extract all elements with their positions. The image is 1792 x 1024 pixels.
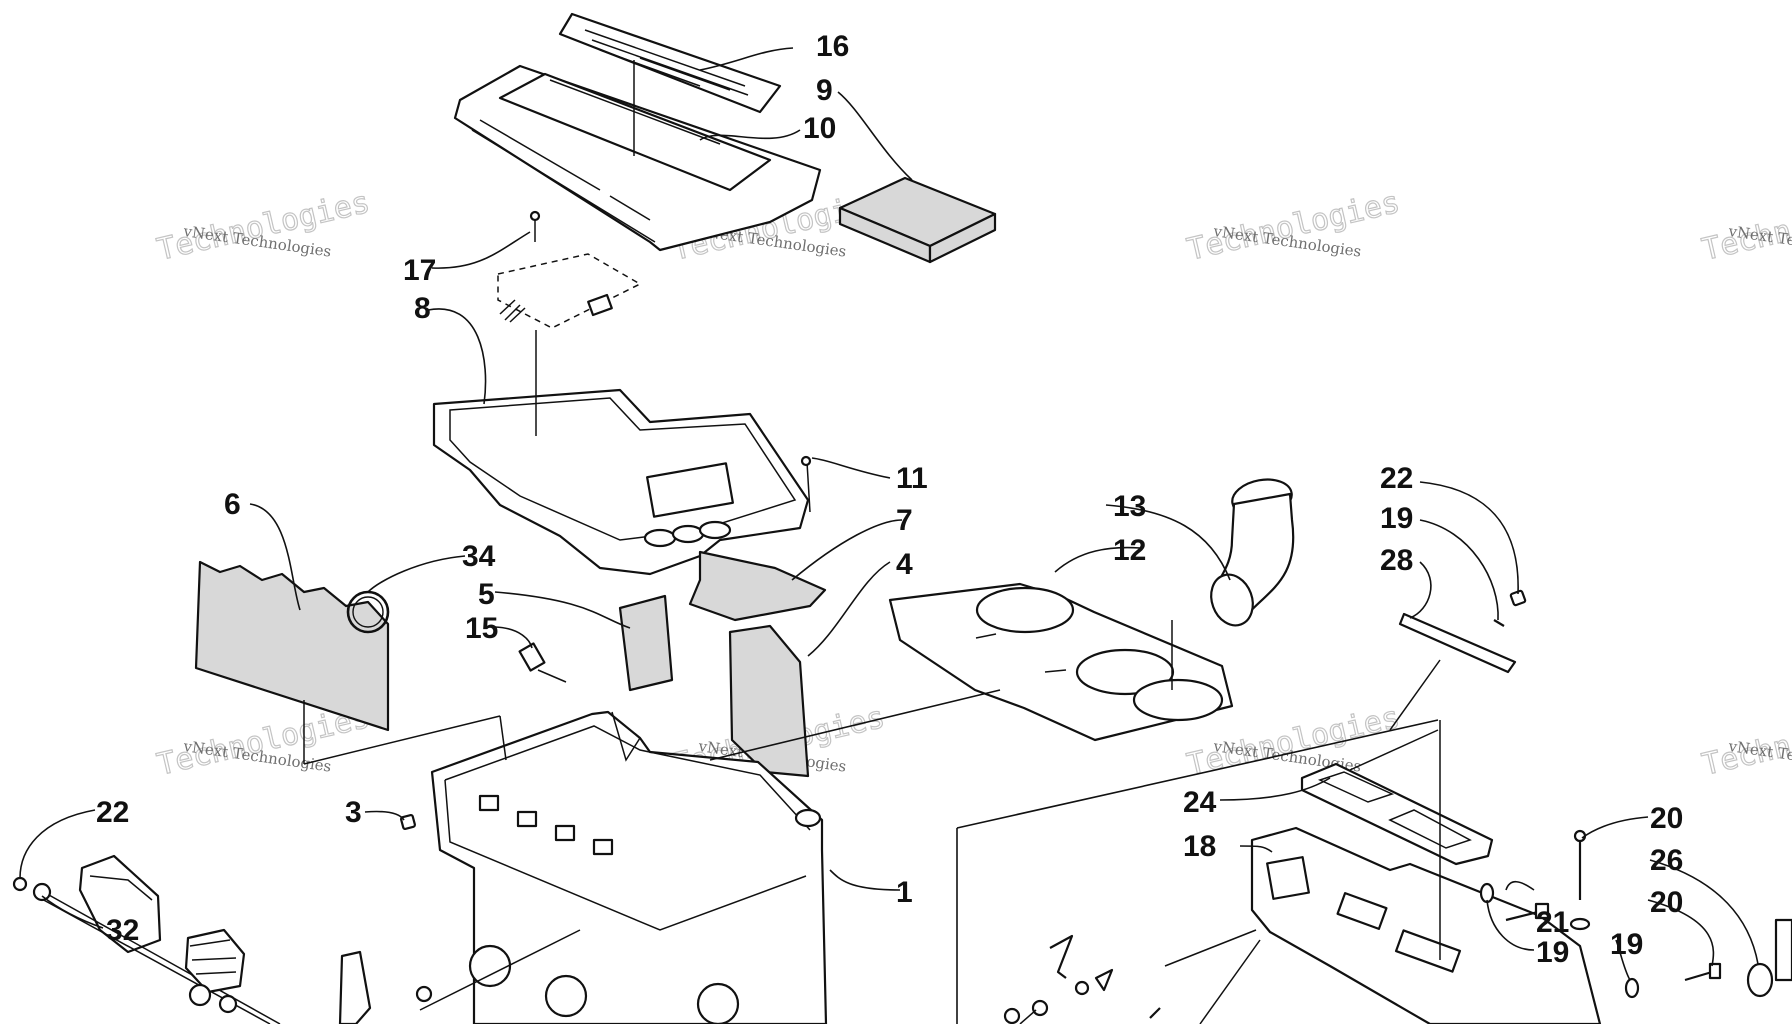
callout-22-upper: 22 bbox=[1380, 462, 1413, 495]
callout-20-lower: 20 bbox=[1650, 886, 1683, 919]
callout-19-lower-left: 19 bbox=[1536, 936, 1569, 969]
assembly-lines bbox=[303, 60, 1441, 1024]
part-1-airbox-base bbox=[430, 710, 828, 1024]
part-9-foam-pad bbox=[838, 176, 997, 264]
subassembly-frame bbox=[956, 719, 1439, 1024]
part-lower-hardware bbox=[1003, 934, 1161, 1024]
part-1-latches bbox=[478, 794, 614, 856]
part-10-airbox-lid bbox=[453, 64, 822, 252]
callout-3: 3 bbox=[345, 796, 362, 829]
part-28-strip bbox=[1398, 612, 1517, 674]
part-20-bolt-upper bbox=[1573, 829, 1587, 900]
callout-22-lower: 22 bbox=[96, 796, 129, 829]
callout-19-upper: 19 bbox=[1380, 502, 1413, 535]
callout-8: 8 bbox=[414, 292, 431, 325]
part-3-nut bbox=[400, 814, 416, 830]
part-11-screw bbox=[800, 455, 812, 513]
part-15-fitting bbox=[518, 642, 567, 683]
watermarks: Technologies vNext Technologies Technolo… bbox=[153, 184, 1792, 783]
callout-13: 13 bbox=[1113, 490, 1146, 523]
callout-18: 18 bbox=[1183, 830, 1216, 863]
part-17-screw-module bbox=[497, 210, 642, 329]
callout-19-lower-right: 19 bbox=[1610, 928, 1643, 961]
part-20-bolt-lower bbox=[1684, 962, 1722, 982]
part-6-foam-strip bbox=[194, 560, 390, 732]
callout-labels: 16 9 10 17 8 11 6 7 13 22 19 28 12 34 4 … bbox=[96, 30, 1683, 969]
callout-7: 7 bbox=[896, 504, 913, 537]
part-clip-lower bbox=[338, 950, 433, 1024]
callout-11: 11 bbox=[896, 462, 928, 495]
part-16-decal bbox=[558, 12, 782, 114]
part-19-washer-upper bbox=[1493, 619, 1505, 627]
callout-16: 16 bbox=[816, 30, 849, 63]
part-22-cap-upper bbox=[1509, 589, 1527, 607]
part-4-foam-block bbox=[728, 624, 810, 778]
part-7-foam bbox=[688, 550, 827, 622]
part-32-bracket bbox=[12, 854, 281, 1024]
callout-6: 6 bbox=[224, 488, 241, 521]
callout-9: 9 bbox=[816, 74, 833, 107]
part-26-cap bbox=[1746, 962, 1774, 998]
callout-12: 12 bbox=[1113, 534, 1146, 567]
callout-20-upper: 20 bbox=[1650, 802, 1683, 835]
callout-5: 5 bbox=[478, 578, 495, 611]
part-13-elbow bbox=[1210, 478, 1295, 627]
part-8-ports bbox=[643, 520, 732, 548]
part-12-base-plate bbox=[888, 582, 1234, 742]
callout-32: 32 bbox=[106, 914, 139, 947]
callout-10: 10 bbox=[803, 112, 836, 145]
part-18-duct bbox=[1250, 826, 1602, 1024]
leader-lines bbox=[19, 47, 1759, 981]
part-19-washer-mid bbox=[1569, 917, 1591, 931]
callout-15: 15 bbox=[465, 612, 498, 645]
callout-24: 24 bbox=[1183, 786, 1217, 819]
callout-26: 26 bbox=[1650, 844, 1683, 877]
part-edge-block bbox=[1774, 918, 1792, 982]
part-21-bolt bbox=[1505, 902, 1550, 922]
callout-28: 28 bbox=[1380, 544, 1413, 577]
callout-4: 4 bbox=[896, 548, 913, 581]
callout-17: 17 bbox=[403, 254, 436, 287]
part-19-washer-lower bbox=[1624, 977, 1640, 999]
callout-21: 21 bbox=[1536, 906, 1569, 939]
part-5-foam-block bbox=[618, 594, 674, 692]
callout-1: 1 bbox=[896, 876, 913, 909]
callout-34: 34 bbox=[462, 540, 496, 573]
part-19-washer-left bbox=[1479, 882, 1495, 904]
